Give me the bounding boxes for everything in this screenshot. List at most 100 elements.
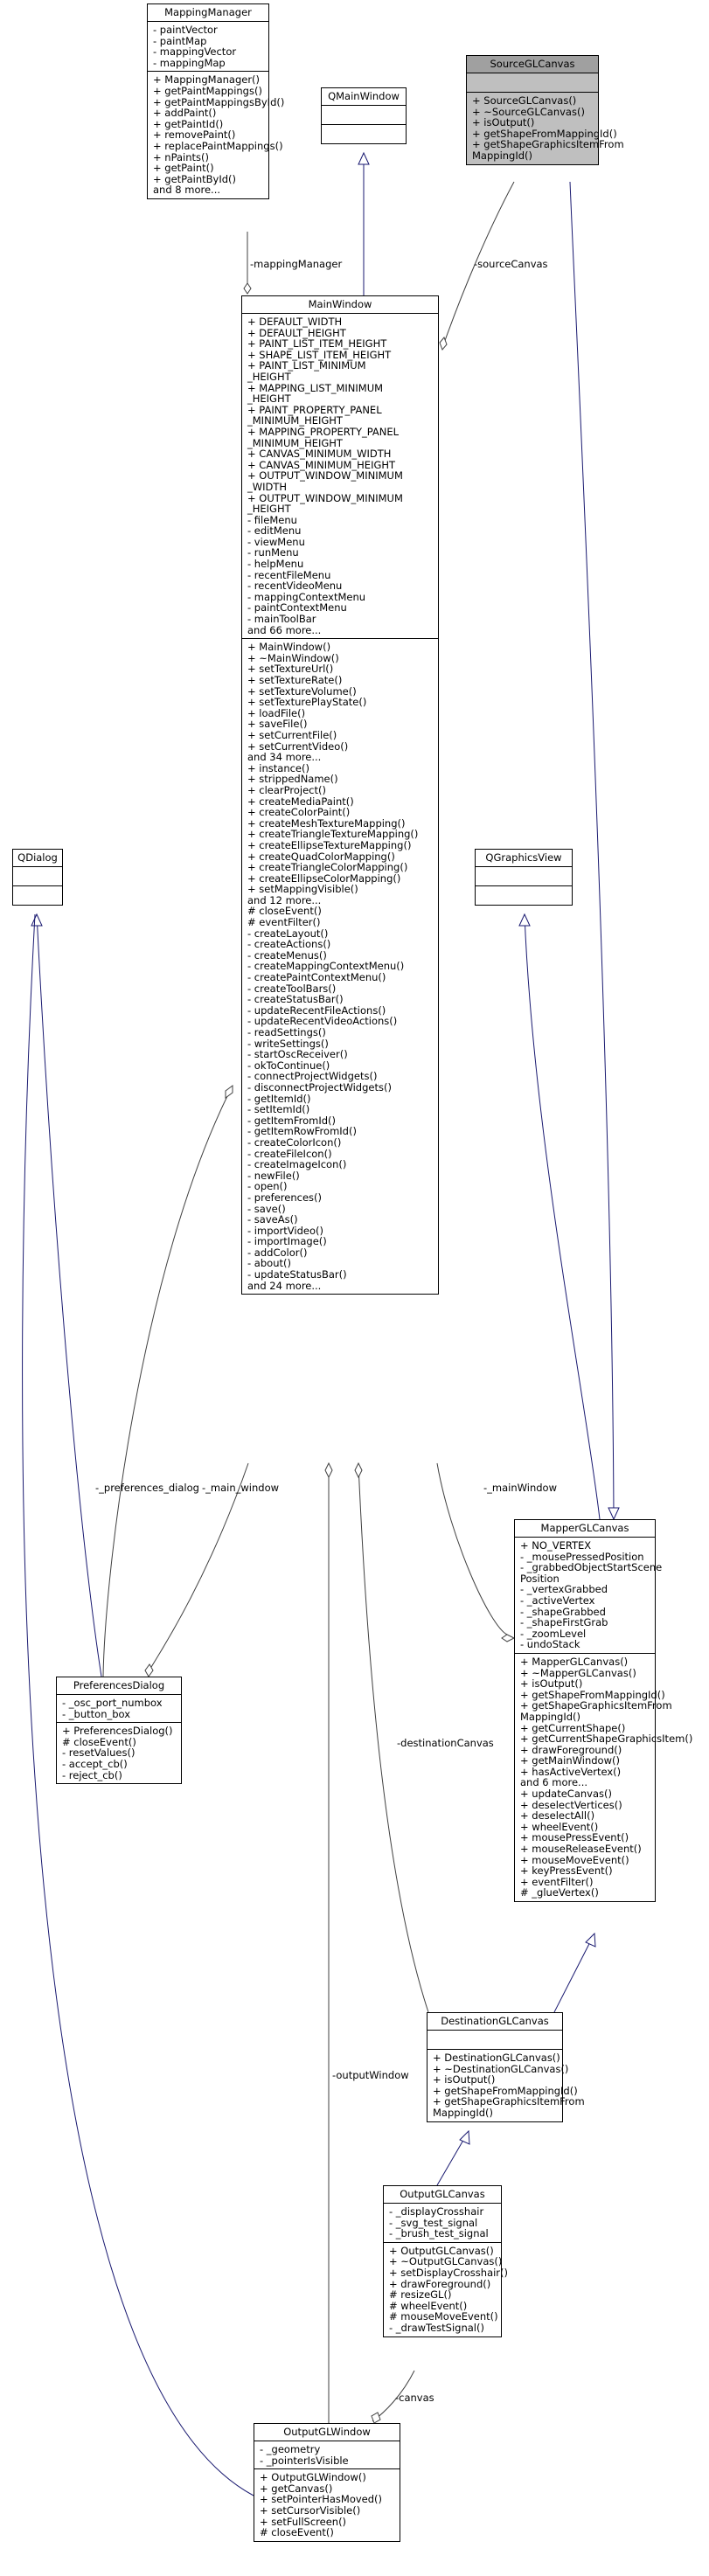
- attribute: - _button_box: [62, 1707, 131, 1720]
- attribute: - _shapeGrabbed: [520, 1605, 606, 1618]
- method: + createQuadColorMapping(): [247, 850, 395, 863]
- class-title: MainWindow: [242, 296, 438, 314]
- class-output-gl-window[interactable]: OutputGLWindow - _geometry- _pointerIsVi…: [254, 2423, 400, 2542]
- attributes-section: [476, 867, 572, 886]
- attribute: + OUTPUT_WINDOW_MINIMUM: [247, 491, 403, 504]
- method: # closeEvent(): [62, 1735, 136, 1748]
- diamond-main-window-mapper: [501, 1634, 516, 1642]
- attribute: - _shapeFirstGrab: [520, 1616, 608, 1629]
- method: + getShapeGraphicsItemFrom: [520, 1699, 672, 1712]
- methods-section: + PreferencesDialog()# closeEvent()- res…: [57, 1723, 181, 1783]
- method: + updateCanvas(): [520, 1788, 612, 1801]
- attribute: - paintContextMenu: [247, 601, 347, 614]
- attribute: - _vertexGrabbed: [520, 1583, 608, 1596]
- method: and 24 more...: [247, 1279, 322, 1292]
- edge-label-source-canvas: -sourceCanvas: [474, 258, 548, 270]
- class-title: OutputGLCanvas: [384, 2186, 501, 2204]
- method: + deselectVertices(): [520, 1798, 622, 1811]
- method: - preferences(): [247, 1191, 322, 1204]
- attribute: - mappingContextMenu: [247, 590, 366, 603]
- diamond-output-window: [324, 1462, 333, 1479]
- method: - updateRecentFileActions(): [247, 1003, 386, 1017]
- method: - getItemFromId(): [247, 1114, 337, 1127]
- method: + mousePressEvent(): [520, 1831, 629, 1844]
- method: + setCurrentVideo(): [247, 739, 349, 753]
- attribute: + CANVAS_MINIMUM_HEIGHT: [247, 458, 396, 471]
- class-qmainwindow[interactable]: QMainWindow: [321, 87, 407, 144]
- attribute: + PAINT_PROPERTY_PANEL: [247, 403, 382, 416]
- method: + SourceGLCanvas(): [472, 94, 577, 107]
- method: + drawForeground(): [389, 2277, 491, 2290]
- methods-section: + DestinationGLCanvas()+ ~DestinationGLC…: [427, 2050, 585, 2121]
- method: - okToContinue(): [247, 1059, 330, 1072]
- attribute: + PAINT_LIST_MINIMUM: [247, 359, 366, 372]
- attribute: - paintVector: [153, 24, 218, 36]
- method: + getCurrentShapeGraphicsItem(): [520, 1732, 693, 1746]
- method: + eventFilter(): [520, 1875, 594, 1888]
- method: + createTriangleColorMapping(): [247, 861, 408, 874]
- attributes-section: - paintVector - paintMap - mappingVector…: [148, 22, 268, 73]
- class-mapping-manager[interactable]: MappingManager - paintVector - paintMap …: [147, 3, 284, 199]
- method: + setTextureVolume(): [247, 684, 357, 698]
- method: - saveAs(): [247, 1213, 298, 1226]
- class-qgraphicsview[interactable]: QGraphicsView: [475, 849, 573, 906]
- methods-section: + OutputGLWindow()+ getCanvas()+ setPoin…: [254, 2469, 400, 2541]
- method: + getShapeFromMappingId(): [520, 1688, 665, 1701]
- attribute: - _mousePressedPosition: [520, 1550, 644, 1563]
- class-destination-gl-canvas[interactable]: DestinationGLCanvas + DestinationGLCanva…: [427, 2012, 585, 2122]
- attributes-section: + DEFAULT_WIDTH+ DEFAULT_HEIGHT+ PAINT_L…: [242, 314, 438, 640]
- attribute: Position: [520, 1572, 560, 1585]
- method: + getCurrentShape(): [520, 1721, 626, 1734]
- method: - createMenus(): [247, 948, 327, 962]
- method: + setCursorVisible(): [260, 2503, 361, 2517]
- method: + isOutput(): [520, 1677, 583, 1691]
- method: - _drawTestSignal(): [389, 2321, 484, 2334]
- method: # resizeGL(): [389, 2288, 452, 2302]
- class-output-gl-canvas[interactable]: OutputGLCanvas - _displayCrosshair- _svg…: [383, 2185, 508, 2337]
- attribute: _HEIGHT: [247, 503, 291, 516]
- attributes-section: [13, 867, 62, 886]
- attribute: - _geometry: [260, 2443, 321, 2455]
- attribute: - helpMenu: [247, 558, 304, 571]
- attribute: _WIDTH: [247, 480, 288, 493]
- class-qdialog[interactable]: QDialog: [12, 849, 63, 906]
- method: + ~MapperGLCanvas(): [520, 1666, 636, 1679]
- attribute: - mappingMap: [153, 56, 226, 69]
- class-main-window[interactable]: MainWindow + DEFAULT_WIDTH+ DEFAULT_HEIG…: [241, 295, 439, 1295]
- method: + getShapeGraphicsItemFrom: [472, 138, 624, 151]
- class-source-gl-canvas[interactable]: SourceGLCanvas + SourceGLCanvas()+ ~Sour…: [466, 55, 624, 165]
- attributes-section: + NO_VERTEX- _mousePressedPosition- _gra…: [515, 1538, 663, 1654]
- arrow-qmainwindow: [358, 151, 370, 165]
- attributes-section: [467, 73, 598, 93]
- edge-label-canvas: -canvas: [395, 2392, 434, 2404]
- method: + getPaintMappings(): [153, 84, 262, 97]
- edge-qgraphicsview-inherit: [524, 913, 601, 1520]
- attribute: - _grabbedObjectStartScene: [520, 1561, 663, 1574]
- method: + ~DestinationGLCanvas(): [433, 2062, 569, 2075]
- attribute: - recentFileMenu: [247, 568, 331, 581]
- edge-source-inherit: [569, 181, 615, 1520]
- method: + mouseReleaseEvent(): [520, 1843, 642, 1856]
- arrow-source-mapper: [608, 1507, 620, 1521]
- method: and 6 more...: [520, 1776, 588, 1789]
- class-preferences-dialog[interactable]: PreferencesDialog - _osc_port_numbox- _b…: [56, 1677, 182, 1785]
- attribute: - editMenu: [247, 524, 302, 538]
- attribute: - _activeVertex: [520, 1594, 595, 1607]
- edge-label-mapping-manager: -mappingManager: [250, 258, 343, 270]
- method: # eventFilter(): [247, 916, 321, 929]
- method: + deselectAll(): [520, 1809, 595, 1823]
- method: - addColor(): [247, 1246, 308, 1259]
- edge-label-main-window-mapper: -_mainWindow: [483, 1482, 557, 1494]
- method: - createStatusBar(): [247, 993, 344, 1006]
- method: + createTriangleTextureMapping(): [247, 828, 419, 841]
- method: + getPaintById(): [153, 172, 236, 185]
- method: - updateStatusBar(): [247, 1268, 347, 1281]
- methods-section: [476, 886, 572, 905]
- class-mapper-gl-canvas[interactable]: MapperGLCanvas + NO_VERTEX- _mousePresse…: [514, 1519, 693, 1902]
- method: + getShapeFromMappingId(): [472, 127, 617, 140]
- method: + OutputGLCanvas(): [389, 2244, 494, 2257]
- method: + ~OutputGLCanvas(): [389, 2255, 503, 2268]
- class-title: MapperGLCanvas: [515, 1520, 655, 1538]
- edge-pref-dialog: [102, 1085, 233, 1677]
